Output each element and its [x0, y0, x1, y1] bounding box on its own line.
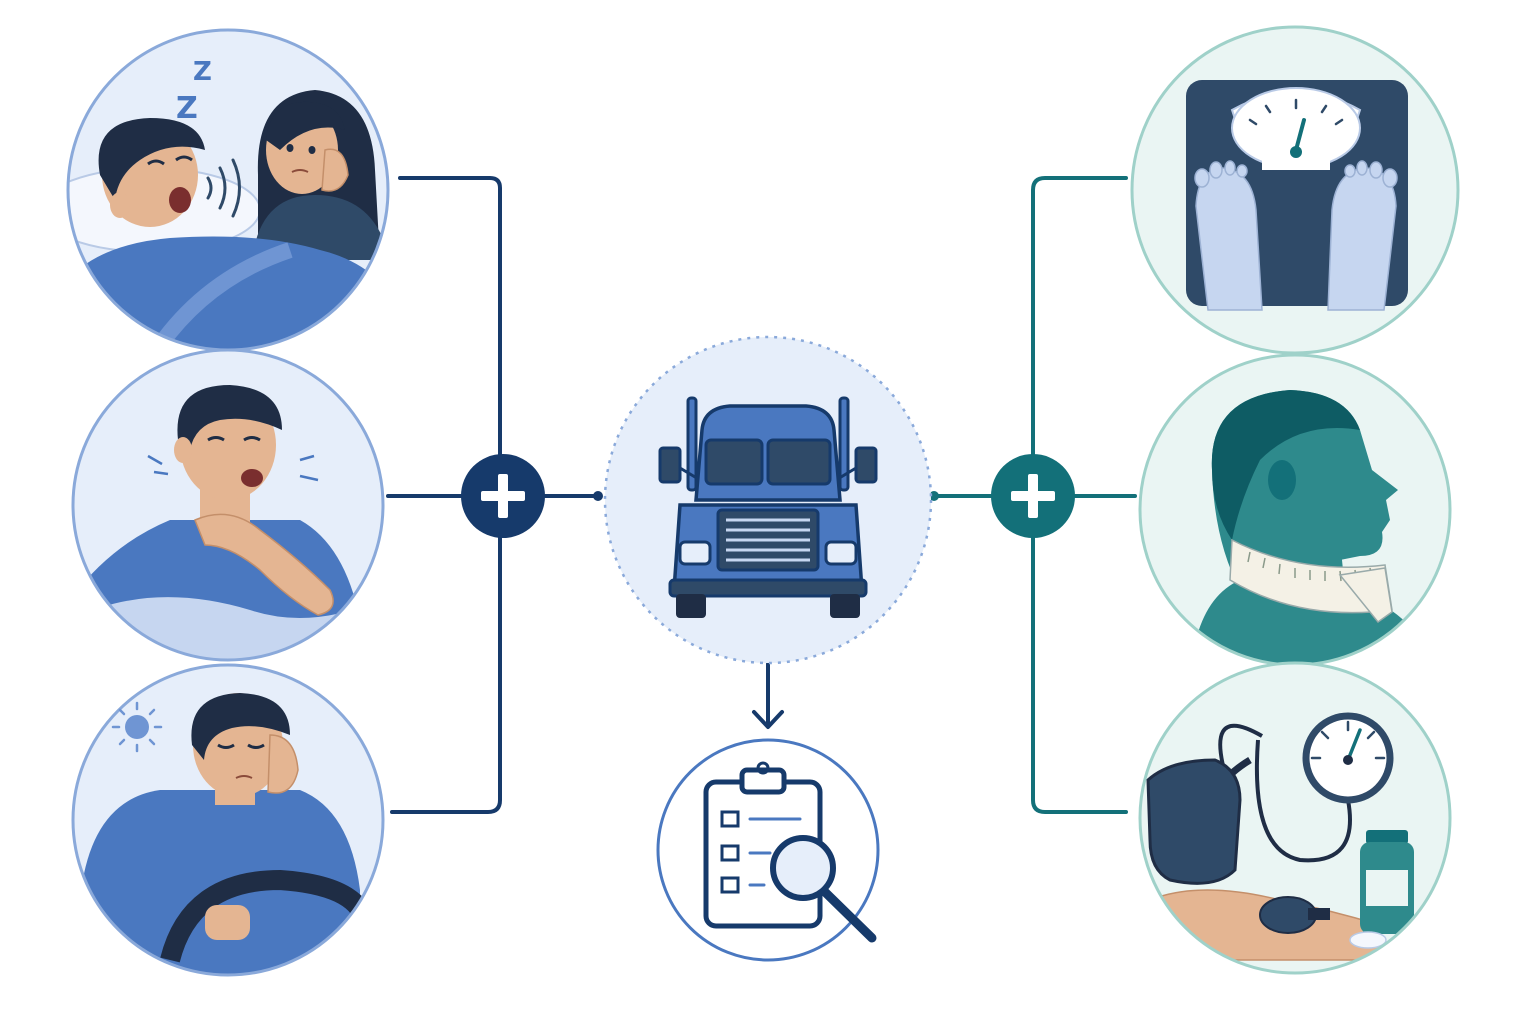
sleep-letter-z: Z — [176, 91, 198, 126]
neck-measure-icon — [1138, 353, 1452, 667]
sun-icon — [111, 701, 163, 753]
plus-icon — [461, 454, 545, 538]
drowsy-driver-icon — [71, 663, 385, 977]
truck-icon — [603, 335, 933, 665]
sleep-letter-z: Z — [193, 57, 212, 87]
connector-dot-left — [593, 491, 603, 501]
plus-icon — [991, 454, 1075, 538]
snoring-icon: Z Z — [66, 28, 390, 352]
blood-pressure-icon — [1138, 661, 1452, 975]
scale-icon — [1130, 25, 1460, 355]
clipboard-magnifier-icon — [656, 738, 880, 962]
arrow-down-icon — [752, 662, 784, 729]
choking-icon — [71, 348, 385, 662]
